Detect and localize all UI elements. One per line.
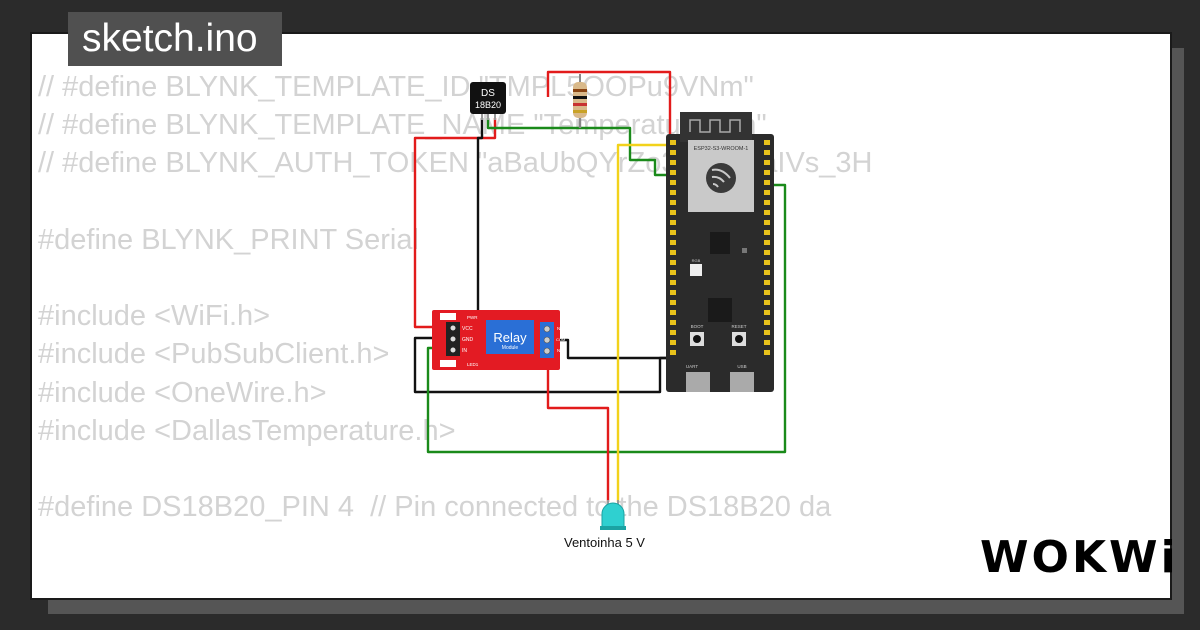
header-pin — [764, 250, 770, 255]
wire-red-sensor-vcc — [413, 118, 497, 329]
file-tab[interactable]: sketch.ino — [68, 12, 282, 66]
wire-green-in — [426, 183, 787, 454]
header-pin — [764, 210, 770, 215]
code-line: #include <OneWire.h> — [38, 376, 327, 409]
header-pin — [764, 300, 770, 305]
board-button-boot: BOOT — [691, 324, 704, 329]
header-pin — [670, 160, 676, 165]
code-line: #define BLYNK_PRINT Serial — [38, 223, 419, 256]
header-pin — [670, 250, 676, 255]
header-pin — [764, 350, 770, 355]
header-pin — [764, 220, 770, 225]
relay-terminal-no: NO — [557, 348, 564, 353]
board-usb-usb: USB — [737, 364, 746, 369]
header-pin — [764, 230, 770, 235]
relay-led-pwr: PWR — [467, 315, 478, 320]
relay-pin-in: IN — [462, 348, 467, 354]
header-pin — [764, 330, 770, 335]
wire-black-sensor-gnd — [476, 118, 484, 318]
ds18b20-sensor[interactable]: DS 18B20 — [470, 82, 506, 120]
header-pin — [670, 340, 676, 345]
code-line: #define DS18B20_PIN 4 // Pin connected t… — [38, 491, 832, 524]
wire-black-com — [548, 338, 670, 360]
header-pin — [670, 240, 676, 245]
header-pin — [670, 170, 676, 175]
header-pin — [764, 140, 770, 145]
header-pin — [670, 350, 676, 355]
wokwi-logo: WOKWi — [980, 532, 1179, 583]
header-pin — [670, 300, 676, 305]
esp32-s3-board[interactable]: ESP32-S3-WROOM-1 RGB BOOT RESET UART USB — [666, 112, 774, 392]
sensor-label-2: 18B20 — [475, 100, 501, 110]
header-pin — [764, 180, 770, 185]
diagram-canvas — [30, 32, 1172, 600]
header-pin — [764, 240, 770, 245]
wire-yellow-fan — [616, 143, 678, 502]
header-pin — [764, 150, 770, 155]
header-pin — [670, 150, 676, 155]
board-module-name: ESP32-S3-WROOM-1 — [694, 146, 749, 152]
wire-green-data — [486, 118, 678, 177]
header-pin — [670, 230, 676, 235]
code-line: // #define BLYNK_TEMPLATE_NAME "Temperat… — [38, 109, 767, 142]
header-pin — [670, 190, 676, 195]
header-pin — [670, 330, 676, 335]
board-pins-left — [670, 140, 676, 355]
header-pin — [670, 180, 676, 185]
header-pin — [764, 160, 770, 165]
board-usb-uart: UART — [686, 364, 698, 369]
header-pin — [764, 260, 770, 265]
sensor-label-1: DS — [481, 88, 495, 99]
header-pin — [670, 210, 676, 215]
header-pin — [764, 290, 770, 295]
header-pin — [670, 290, 676, 295]
header-pin — [670, 200, 676, 205]
header-pin — [670, 320, 676, 325]
header-pin — [764, 310, 770, 315]
relay-module[interactable]: VCC GND IN PWR LED1 Relay Module NC COM … — [432, 310, 565, 370]
header-pin — [764, 190, 770, 195]
relay-pin-vcc: VCC — [462, 326, 473, 332]
header-pin — [670, 270, 676, 275]
code-line: #include <PubSubClient.h> — [38, 338, 390, 371]
fan-led[interactable] — [600, 500, 626, 530]
header-pin — [670, 310, 676, 315]
wire-red-fan — [546, 354, 610, 502]
resistor[interactable] — [573, 74, 587, 118]
header-pin — [670, 260, 676, 265]
relay-subtitle: Module — [502, 345, 519, 351]
header-pin — [670, 220, 676, 225]
relay-title: Relay — [493, 330, 527, 345]
relay-terminal-com: COM — [556, 337, 565, 342]
code-line: #include <DallasTemperature.h> — [38, 414, 456, 447]
relay-terminal-nc: NC — [557, 326, 564, 331]
relay-pin-gnd: GND — [462, 337, 474, 343]
header-pin — [764, 280, 770, 285]
code-line: // #define BLYNK_TEMPLATE_ID "TMPL5OOPu9… — [38, 71, 754, 103]
relay-led-1: LED1 — [467, 362, 479, 367]
header-pin — [764, 270, 770, 275]
board-pins-right — [764, 140, 770, 355]
header-pin — [764, 200, 770, 205]
file-tab-label: sketch.ino — [82, 17, 258, 60]
board-led-rgb: RGB — [692, 258, 701, 263]
fan-label: Ventoinha 5 V — [564, 535, 645, 550]
header-pin — [764, 340, 770, 345]
header-pin — [670, 140, 676, 145]
header-pin — [670, 280, 676, 285]
header-pin — [764, 170, 770, 175]
board-button-reset: RESET — [731, 324, 746, 329]
code-line: #include <WiFi.h> — [38, 300, 271, 333]
header-pin — [764, 320, 770, 325]
